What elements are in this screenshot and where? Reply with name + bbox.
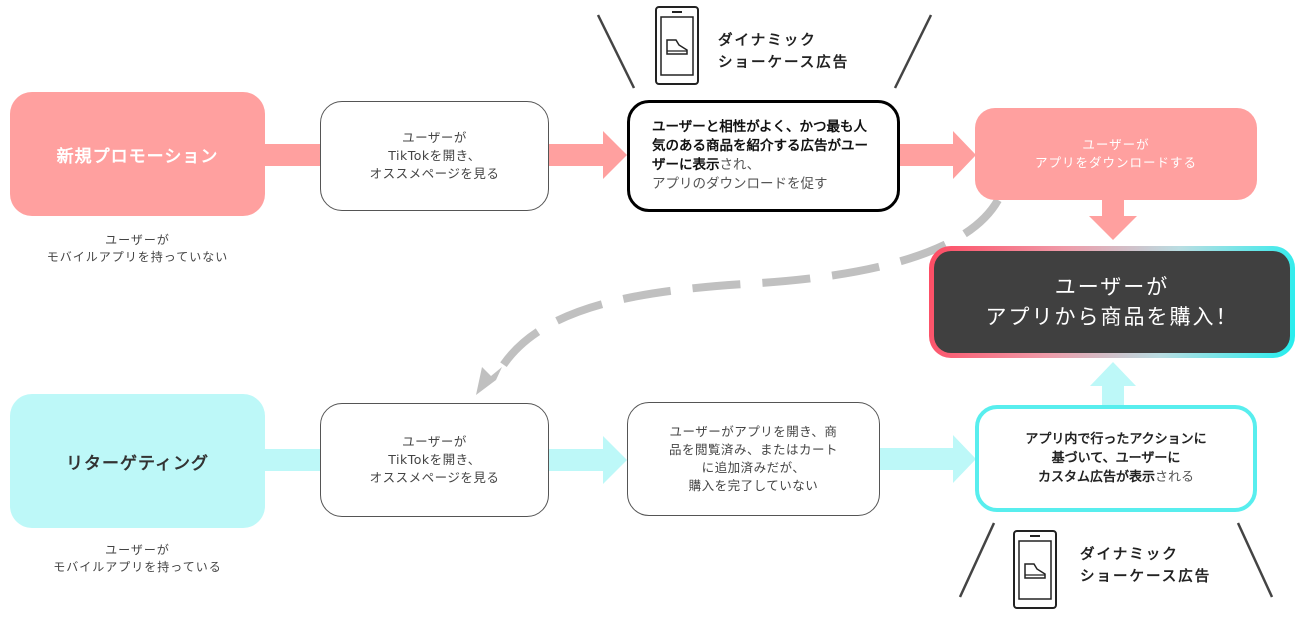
- goal-text: ユーザーが アプリから商品を購入！: [985, 275, 1239, 329]
- step-text-bold: アプリ内で行ったアクションに 基づいて、ユーザーに カスタム広告が表示: [1025, 432, 1207, 485]
- step-text: ユーザーが TikTokを開き、 オススメページを見る: [369, 130, 500, 181]
- arrow-ad-to-download: [900, 131, 976, 179]
- arrow-step1-to-ad: [549, 131, 627, 179]
- category-caption: ユーザーが モバイルアプリを持っていない: [46, 233, 229, 264]
- step-abandoned-cart: ユーザーがアプリを開き、商 品を閲覧済み、またはカート に追加済みだが、 購入を…: [627, 402, 880, 516]
- spotlight-line-left: [958, 522, 996, 598]
- dashed-arrow-head: [476, 367, 502, 395]
- ad-label-dynamic-showcase: ダイナミック ショーケース広告: [1080, 547, 1212, 585]
- phone-shoe-icon: [1013, 530, 1057, 609]
- step-text-wrap: アプリ内で行ったアクションに 基づいて、ユーザーに カスタム広告が表示される: [1025, 430, 1206, 487]
- arrow-retarget-to-step1: [265, 449, 321, 471]
- dashed-curve-arrow: [496, 197, 1002, 373]
- spotlight-line-right: [893, 14, 933, 89]
- category-retargeting: リターゲティング: [10, 394, 265, 528]
- step-text-bold: ユーザーと相性がよく、かつ最も人気のある商品を紹介する広告がユーザーに表示: [652, 119, 868, 173]
- step-ad-shown: ユーザーと相性がよく、かつ最も人気のある商品を紹介する広告がユーザーに表示され、…: [627, 100, 900, 212]
- category-caption: ユーザーが モバイルアプリを持っている: [53, 543, 222, 574]
- phone-shoe-icon: [655, 6, 699, 85]
- category-label: 新規プロモーション: [56, 146, 219, 167]
- step-download-app: ユーザーが アプリをダウンロードする: [975, 108, 1257, 200]
- step-text: ユーザーが TikTokを開き、 オススメページを見る: [369, 434, 500, 485]
- step-text: ユーザーが アプリをダウンロードする: [1034, 137, 1197, 170]
- spotlight-line-left: [596, 14, 636, 89]
- category-new-promotion: 新規プロモーション: [10, 92, 265, 216]
- arrow-download-to-goal: [1089, 199, 1137, 240]
- spotlight-line-right: [1236, 522, 1274, 598]
- arrow-custom-to-goal: [1090, 362, 1136, 405]
- step-text-light: され、 アプリのダウンロードを促す: [652, 157, 828, 192]
- arrow-step1-to-step2: [549, 436, 627, 484]
- goal-purchase: ユーザーが アプリから商品を購入！: [934, 251, 1290, 353]
- step-text-light: される: [1154, 470, 1194, 485]
- step-text-wrap: ユーザーと相性がよく、かつ最も人気のある商品を紹介する広告がユーザーに表示され、…: [652, 118, 879, 194]
- step-custom-ad: アプリ内で行ったアクションに 基づいて、ユーザーに カスタム広告が表示される: [975, 405, 1257, 512]
- ad-label-dynamic-showcase: ダイナミック ショーケース広告: [718, 33, 850, 71]
- step-text: ユーザーがアプリを開き、商 品を閲覧済み、またはカート に追加済みだが、 購入を…: [668, 424, 838, 493]
- arrow-promo-to-step1: [265, 144, 321, 166]
- category-label: リターゲティング: [66, 453, 209, 474]
- goal-gradient-frame: ユーザーが アプリから商品を購入！: [929, 246, 1295, 358]
- step-open-tiktok: ユーザーが TikTokを開き、 オススメページを見る: [320, 403, 549, 517]
- arrow-step2-to-custom: [880, 435, 976, 483]
- step-open-tiktok: ユーザーが TikTokを開き、 オススメページを見る: [320, 101, 549, 211]
